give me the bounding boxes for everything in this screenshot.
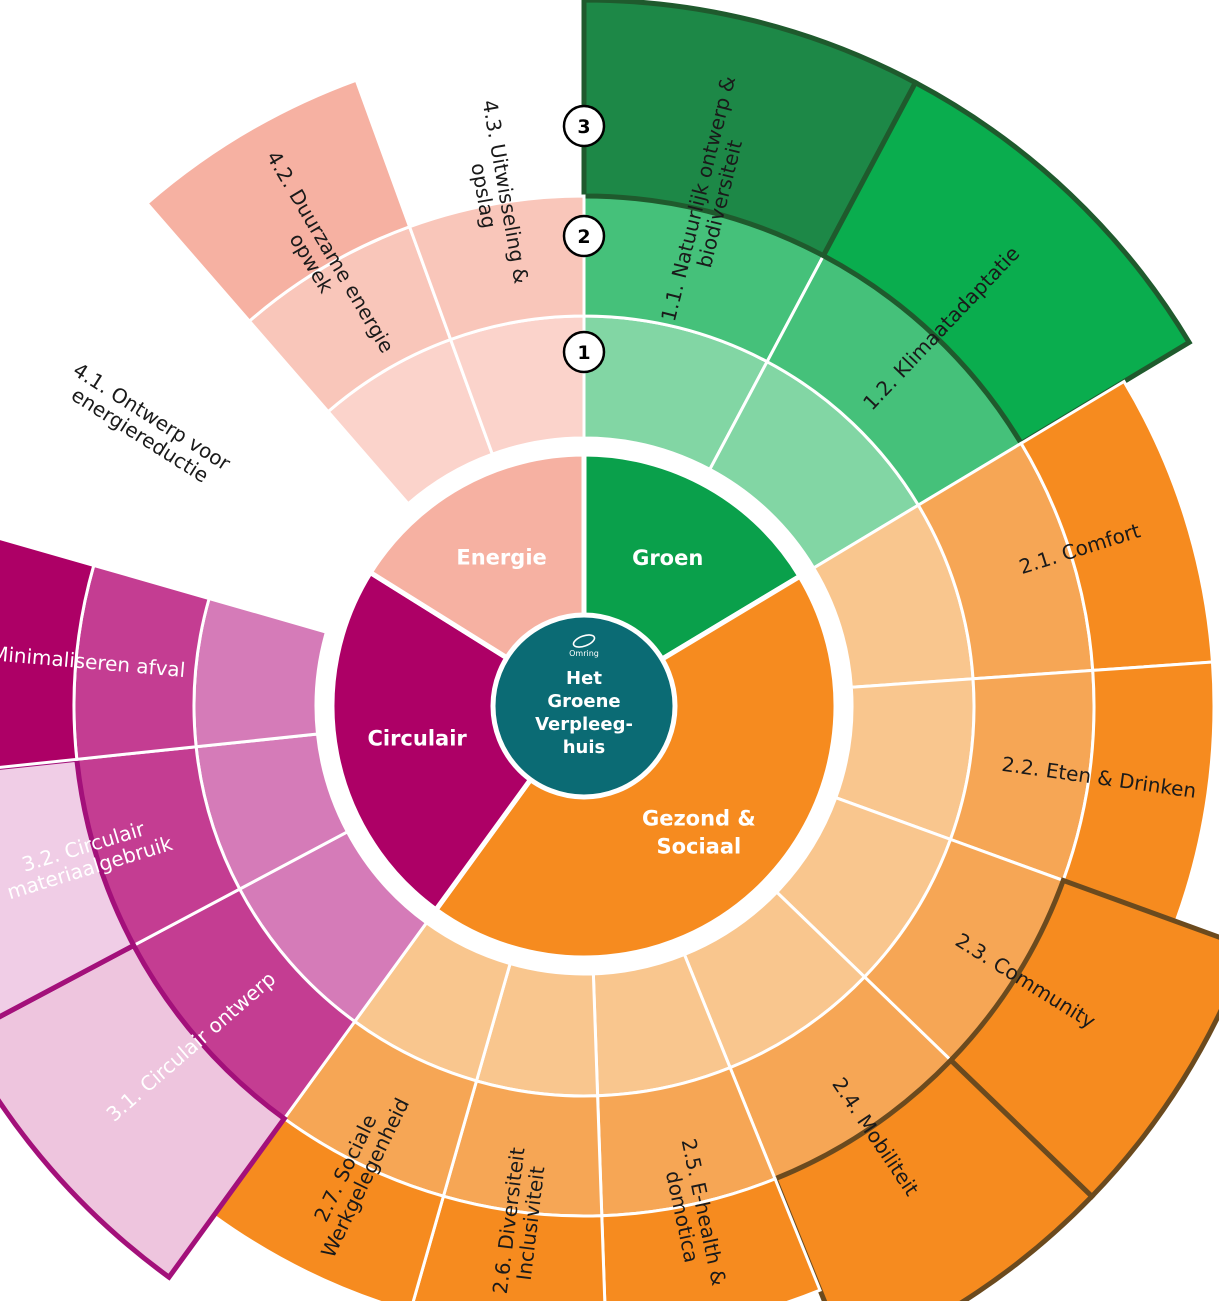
center-title-line-3: Verpleeg- [535, 714, 633, 735]
omring-logo-icon [572, 634, 596, 648]
level-marker-1-text: 1 [577, 342, 590, 364]
segment-circulair-1-level-3[interactable] [0, 942, 288, 1281]
center-circle [490, 612, 678, 800]
theme-label-circulair: Circulair [367, 726, 467, 750]
theme-label-groen: Groen [632, 546, 703, 570]
center-title-line-1: Het [566, 668, 602, 689]
level-marker-3-text: 3 [577, 116, 590, 138]
level-markers: 1 2 3 [562, 104, 606, 374]
level-marker-1-circle [562, 330, 606, 374]
theme-label-energie-line-1: Energie [456, 545, 546, 569]
segment-gezond-4-level-3[interactable] [771, 1056, 1096, 1301]
theme-label-circulair-line-1: Circulair [367, 726, 467, 750]
level-marker-3: 3 [562, 104, 606, 148]
theme-label-gezond-line-1: Gezond & [642, 806, 756, 830]
theme-label-groen-line-1: Groen [632, 546, 703, 570]
center-title-line-4: huis [563, 737, 606, 758]
segment-circulair-3-level-1[interactable] [192, 596, 329, 749]
level-marker-3-circle [562, 104, 606, 148]
theme-sector-circulair[interactable] [329, 569, 588, 914]
level-marker-2-text: 2 [577, 226, 590, 248]
omring-logo: Omring [569, 649, 599, 658]
segment-groen-2-level-3[interactable] [820, 79, 1193, 447]
theme-label-energie: Energie [456, 545, 546, 569]
theme-label-gezond-line-2: Sociaal [656, 834, 741, 858]
segment-circulair-3-level-3[interactable] [0, 532, 96, 772]
theme-label-gezond: Gezond & Sociaal [642, 806, 756, 858]
center-title-line-2: Groene [547, 691, 620, 712]
label-energie-1: 4.1. Ontwerp voorenergiereductie [57, 358, 235, 495]
segment-energie-2-level-3[interactable] [144, 78, 412, 324]
segment-circulair-2-level-3[interactable] [0, 756, 138, 1037]
level-marker-1: 1 [562, 330, 606, 374]
level-marker-2-circle [562, 214, 606, 258]
level-marker-2: 2 [562, 214, 606, 258]
